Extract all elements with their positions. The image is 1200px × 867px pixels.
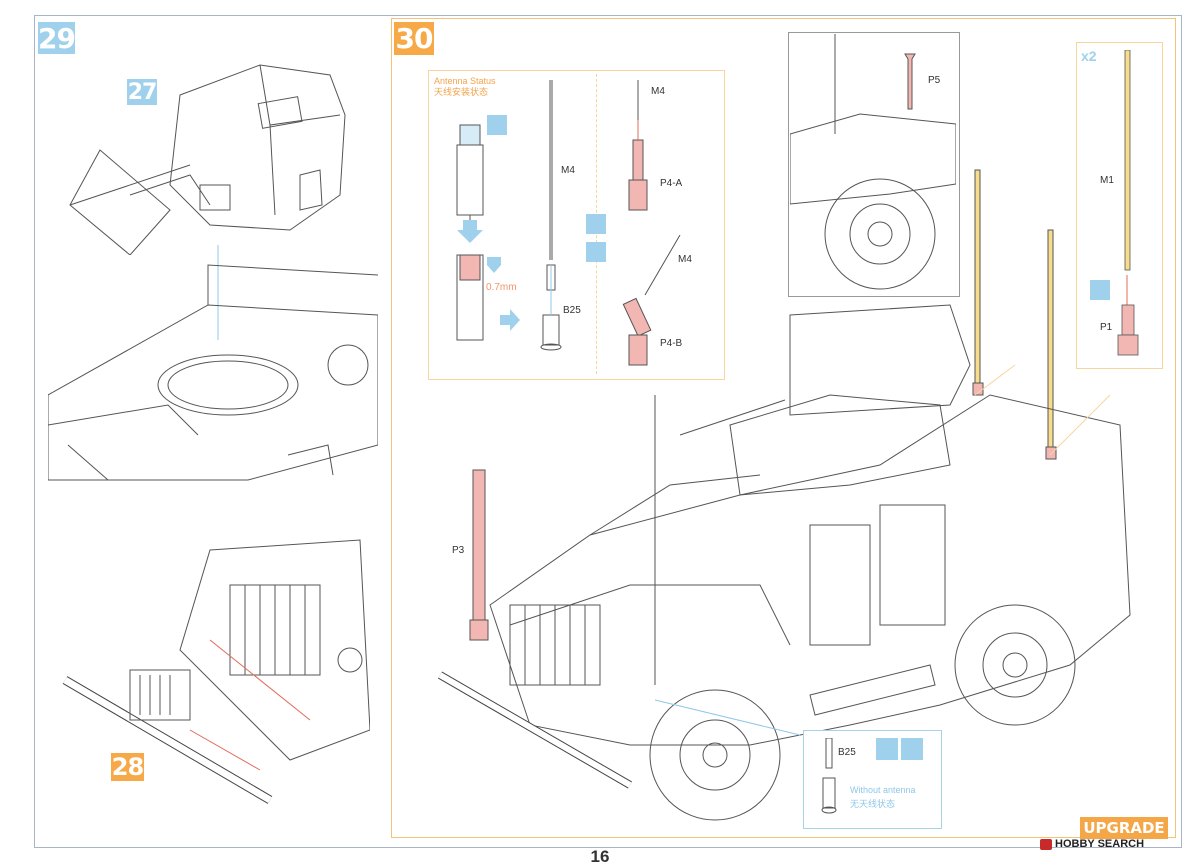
step-27-badge: 27 bbox=[127, 79, 157, 105]
part-label-p4b: P4-B bbox=[660, 338, 683, 349]
drill-thickness-label: 0.7mm bbox=[486, 282, 517, 293]
watermark: HOBBY SEARCH bbox=[1040, 838, 1144, 850]
cut-tool-icon bbox=[487, 115, 507, 135]
part-label-m4-p4a: M4 bbox=[651, 86, 665, 97]
part-label-p1: P1 bbox=[1100, 322, 1113, 333]
antenna-m4-b25-drawing bbox=[540, 80, 562, 351]
antenna-status-inset bbox=[428, 70, 725, 380]
part-label-m4-p4b: M4 bbox=[678, 254, 692, 265]
step-29-badge: 29 bbox=[38, 21, 76, 55]
page-number: 16 bbox=[590, 847, 610, 866]
without-antenna-en: Without antenna bbox=[850, 785, 916, 795]
step-30-frame bbox=[391, 18, 1176, 838]
glue-icon-p1 bbox=[1090, 280, 1110, 300]
page-frame bbox=[34, 15, 1182, 848]
glue-icon bbox=[586, 242, 606, 262]
step-28-badge: 28 bbox=[111, 753, 144, 781]
part-label-m1: M1 bbox=[1100, 175, 1114, 186]
step-28-winch-drawing bbox=[62, 539, 370, 804]
antenna-sleeve-drawing bbox=[456, 124, 520, 341]
rear-wheel-detail-drawing bbox=[790, 34, 956, 290]
option-swap-icon bbox=[586, 214, 606, 234]
zoom-icon bbox=[901, 738, 923, 760]
step-29-turret-drawing bbox=[69, 64, 346, 255]
part-label-b25-status: B25 bbox=[563, 305, 581, 316]
watermark-text: HOBBY SEARCH bbox=[1055, 838, 1145, 850]
antenna-status-title-cn: 天线安装状态 bbox=[434, 87, 489, 97]
option-swap-icon-bottom bbox=[876, 738, 898, 760]
step-30-badge: 30 bbox=[394, 22, 434, 55]
part-label-p4a: P4-A bbox=[660, 178, 683, 189]
part-label-p3: P3 bbox=[452, 545, 465, 556]
upgrade-badge: UPGRADE bbox=[1080, 817, 1168, 839]
hobby-search-logo-icon bbox=[1040, 838, 1052, 850]
drill-icon bbox=[487, 257, 501, 273]
antenna-p4a-drawing bbox=[628, 80, 648, 211]
main-vehicle-drawing bbox=[437, 169, 1131, 821]
antenna-m1-p1-drawing bbox=[1117, 50, 1139, 356]
part-label-b25-without-antenna: B25 bbox=[838, 747, 856, 758]
step-29-hull-roof-drawing bbox=[48, 245, 378, 481]
without-antenna-cn: 无天线状态 bbox=[850, 799, 896, 809]
quantity-x2: x2 bbox=[1081, 48, 1097, 64]
antenna-status-title-en: Antenna Status bbox=[434, 76, 496, 86]
antenna-p1-inset bbox=[1076, 42, 1163, 369]
part-label-p5: P5 bbox=[928, 75, 941, 86]
b25-without-antenna-drawing bbox=[821, 738, 837, 814]
part-label-m4-status: M4 bbox=[561, 165, 575, 176]
antenna-p4b-drawing bbox=[622, 235, 681, 366]
